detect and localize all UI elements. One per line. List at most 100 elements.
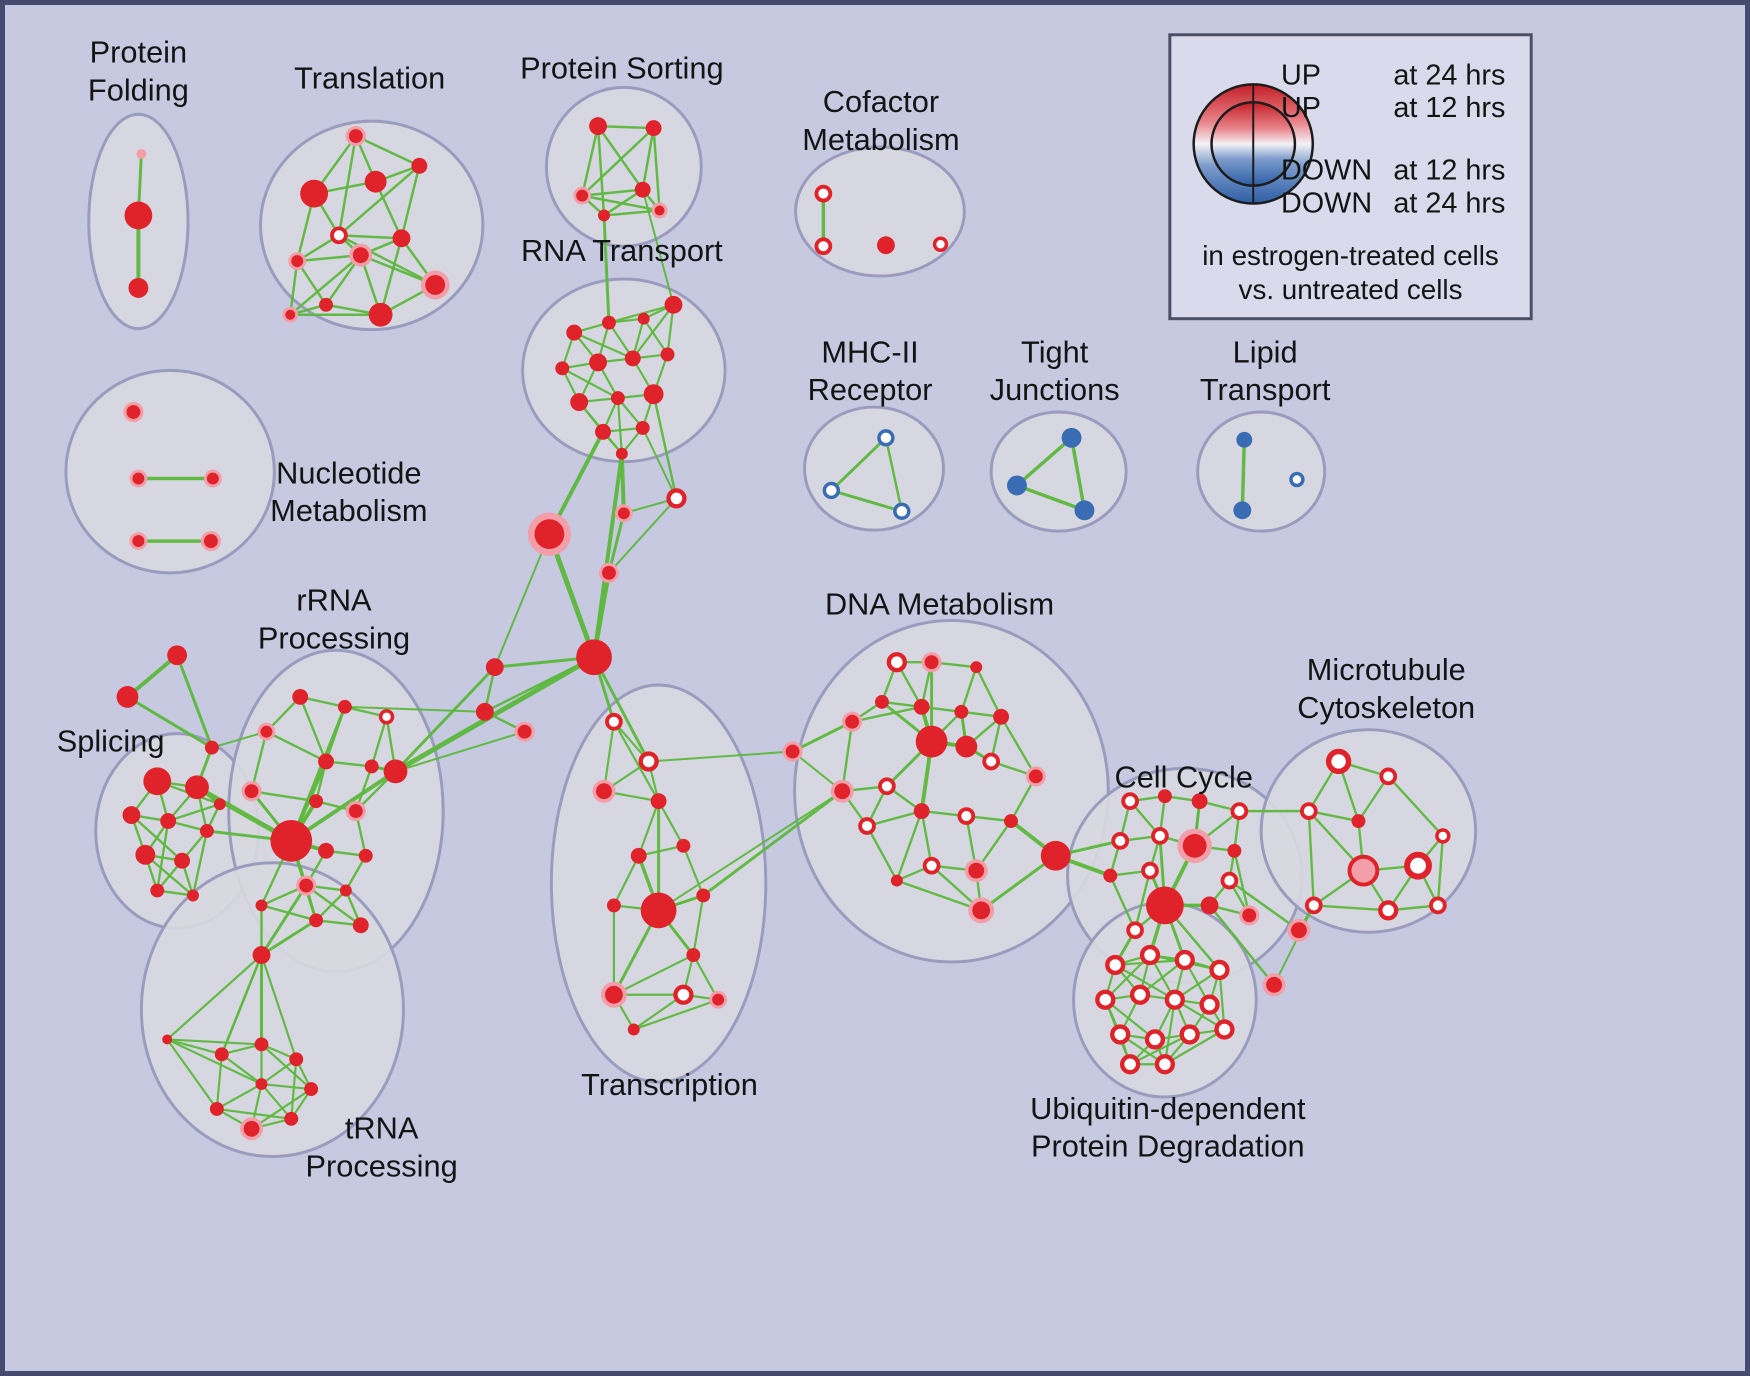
network-node bbox=[1095, 989, 1116, 1010]
network-node bbox=[634, 181, 651, 198]
cluster-label-transcription: Transcription bbox=[581, 1067, 758, 1102]
network-edge bbox=[289, 705, 347, 843]
network-edge bbox=[175, 653, 214, 750]
cluster-label-tight-junctions: Tight bbox=[1021, 334, 1089, 369]
network-node bbox=[289, 1052, 304, 1067]
network-node bbox=[1209, 959, 1230, 981]
network-node bbox=[200, 530, 221, 552]
network-node bbox=[1236, 431, 1253, 448]
legend-footer-line: in estrogen-treated cells bbox=[1202, 240, 1499, 271]
cluster-nodes-tight-junctions bbox=[1007, 427, 1095, 521]
cluster-ellipse-translation bbox=[259, 119, 485, 332]
network-edge bbox=[657, 800, 685, 847]
network-node bbox=[1144, 1029, 1166, 1050]
network-edge bbox=[999, 715, 1038, 778]
network-edge bbox=[1104, 998, 1157, 1041]
network-node bbox=[475, 702, 494, 721]
network-node bbox=[600, 981, 627, 1008]
network-node bbox=[204, 740, 219, 755]
network-edge bbox=[166, 802, 221, 823]
network-edge bbox=[580, 188, 644, 197]
network-node bbox=[922, 856, 941, 875]
network-edge bbox=[125, 695, 214, 750]
network-node bbox=[1146, 886, 1184, 925]
network-node bbox=[1227, 843, 1242, 858]
network-edge bbox=[337, 234, 403, 240]
cluster-label-rna-transport: RNA Transport bbox=[521, 233, 723, 268]
network-node bbox=[304, 1082, 319, 1097]
network-edge bbox=[580, 126, 655, 197]
network-edge bbox=[641, 426, 678, 500]
network-node bbox=[167, 645, 188, 666]
cluster-nodes-cell-cycle bbox=[1103, 789, 1260, 940]
network-node bbox=[364, 759, 379, 774]
network-edge bbox=[354, 134, 421, 168]
network-node bbox=[135, 844, 156, 865]
network-node bbox=[638, 751, 659, 772]
network-edge bbox=[607, 511, 626, 575]
network-node bbox=[814, 184, 833, 203]
network-node bbox=[1351, 814, 1366, 828]
cluster-label-cell-cycle: Cell Cycle bbox=[1114, 759, 1252, 794]
network-node bbox=[709, 990, 728, 1009]
network-node bbox=[627, 1023, 640, 1036]
network-node bbox=[830, 779, 854, 803]
network-node bbox=[957, 807, 976, 825]
network-edge bbox=[1104, 953, 1152, 1001]
cluster-nodes-protein-folding bbox=[124, 148, 153, 298]
network-node bbox=[555, 361, 570, 376]
network-edge bbox=[602, 720, 616, 793]
network-edge bbox=[250, 730, 268, 793]
network-node bbox=[598, 209, 610, 222]
network-node bbox=[1404, 851, 1432, 880]
network-node bbox=[1139, 944, 1161, 966]
cluster-ellipse-tight-junctions bbox=[989, 410, 1128, 533]
network-edge bbox=[1387, 775, 1445, 838]
network-node bbox=[255, 899, 268, 912]
network-edge bbox=[260, 953, 298, 1061]
network-node bbox=[637, 312, 650, 325]
network-node bbox=[185, 775, 209, 800]
network-edge bbox=[637, 800, 660, 857]
network-node bbox=[300, 179, 329, 208]
network-node bbox=[122, 806, 141, 825]
network-edge bbox=[1129, 1033, 1191, 1066]
cluster-nodes-cofactor-metabolism bbox=[814, 184, 949, 256]
network-node bbox=[150, 883, 165, 898]
network-node bbox=[1151, 827, 1169, 845]
network-node bbox=[645, 120, 662, 137]
network-edge bbox=[641, 188, 675, 306]
network-node bbox=[257, 722, 276, 741]
network-node bbox=[240, 1117, 264, 1141]
network-node bbox=[982, 752, 1001, 771]
network-edge bbox=[692, 894, 705, 957]
network-node bbox=[615, 447, 628, 460]
network-edge bbox=[865, 809, 923, 828]
network-node bbox=[160, 813, 177, 829]
cluster-label-translation: Translation bbox=[294, 60, 445, 95]
cluster-ellipse-lipid-transport bbox=[1196, 410, 1327, 533]
network-edge bbox=[1273, 904, 1315, 986]
cluster-label-protein-folding: Folding bbox=[88, 72, 189, 107]
network-node bbox=[1429, 896, 1447, 915]
cluster-label-protein-folding: Protein bbox=[90, 35, 187, 70]
network-node bbox=[187, 889, 199, 902]
legend-row-direction: DOWN bbox=[1281, 155, 1372, 187]
cluster-label-nucleotide-metabolism: Metabolism bbox=[270, 493, 427, 528]
network-node bbox=[1126, 921, 1144, 940]
network-edge bbox=[299, 695, 328, 763]
network-node bbox=[368, 302, 393, 327]
network-node bbox=[364, 170, 387, 193]
cluster-label-ubiquitin-degradation: Protein Degradation bbox=[1031, 1129, 1305, 1164]
network-node bbox=[643, 384, 664, 405]
network-node bbox=[319, 297, 333, 312]
network-node bbox=[890, 874, 903, 887]
network-node bbox=[686, 948, 701, 962]
network-edge bbox=[260, 1058, 298, 1086]
cluster-label-mhc-ii-receptor: MHC-II bbox=[821, 334, 918, 369]
network-edge bbox=[337, 134, 358, 237]
network-node bbox=[630, 847, 647, 864]
network-node bbox=[116, 686, 139, 708]
cluster-label-trna-processing: Processing bbox=[306, 1148, 458, 1183]
network-edge bbox=[561, 367, 619, 400]
